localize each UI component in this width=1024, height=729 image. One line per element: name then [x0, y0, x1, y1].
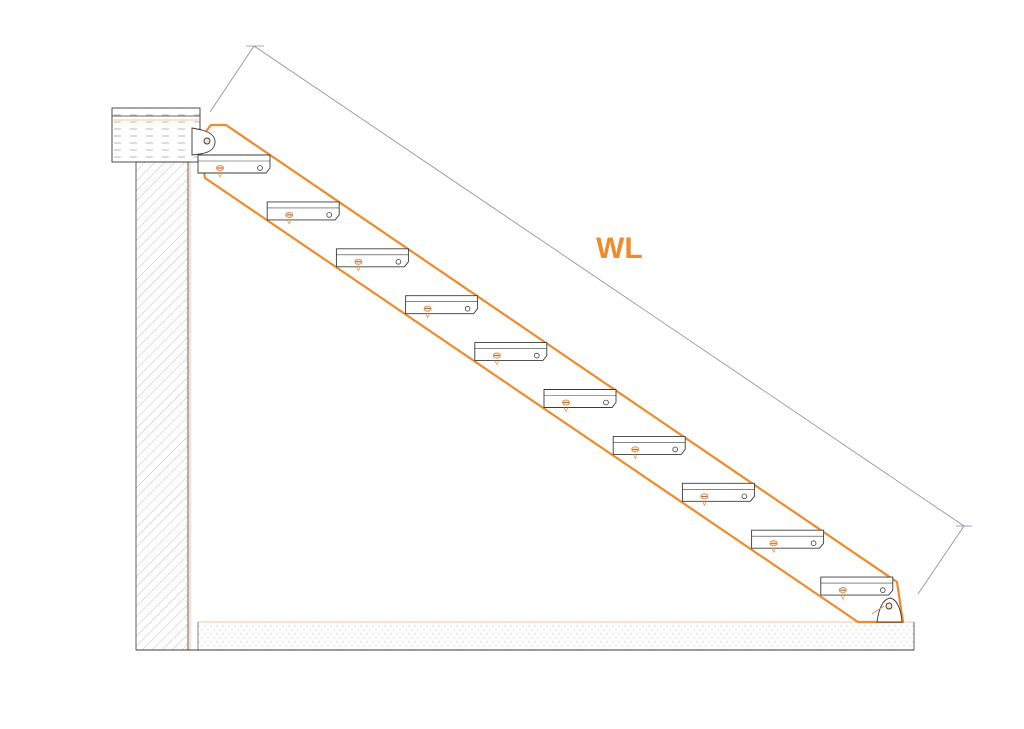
bottom-anchor-bracket: [871, 597, 903, 623]
step-bracket: [405, 295, 479, 319]
step-hole: [810, 540, 817, 546]
step-hole: [464, 305, 471, 312]
step-hole: [879, 587, 886, 593]
step-anchor-pin: [563, 407, 569, 413]
step-bracket: [335, 248, 409, 272]
wall: [135, 161, 191, 651]
step-bracket: [751, 529, 825, 553]
dimension-line: [209, 45, 972, 595]
step-bracket: [681, 482, 755, 507]
step-anchor-pin: [425, 313, 430, 319]
step-anchor-pin: [771, 548, 776, 553]
step-plate: [820, 576, 894, 596]
step-plate: [681, 482, 755, 502]
step-bracket: [266, 201, 340, 225]
step-plate: [197, 154, 271, 174]
step-bracket: [820, 576, 894, 600]
dimension-label: WL: [596, 232, 643, 265]
step-hole: [257, 165, 263, 171]
step-anchor-pin: [356, 266, 361, 272]
step-plate: [751, 529, 825, 549]
step-hole: [395, 258, 402, 265]
step-anchor-pin: [840, 594, 846, 600]
step-plate: [543, 389, 617, 408]
step-hole: [603, 399, 609, 406]
upper-slab: [111, 107, 201, 163]
steps: [197, 154, 894, 600]
step-hole: [326, 212, 333, 218]
step-hole: [741, 493, 748, 500]
step-plate: [612, 435, 686, 455]
step-bracket: [612, 435, 686, 460]
step-anchor-pin: [494, 360, 500, 366]
step-anchor-pin: [632, 454, 638, 460]
step-plate: [474, 342, 548, 362]
step-plate: [405, 295, 479, 315]
step-anchor-pin: [702, 501, 707, 507]
step-plate: [266, 201, 340, 221]
step-plate: [335, 248, 409, 268]
step-anchor-pin: [217, 172, 223, 178]
step-anchor-pin: [286, 219, 292, 225]
step-bracket: [543, 389, 617, 413]
step-bracket: [197, 154, 271, 178]
step-hole: [672, 446, 678, 453]
ground-floor: [136, 621, 915, 651]
step-hole: [533, 352, 540, 359]
step-bracket: [474, 342, 548, 366]
top-anchor-bracket: [191, 127, 216, 156]
